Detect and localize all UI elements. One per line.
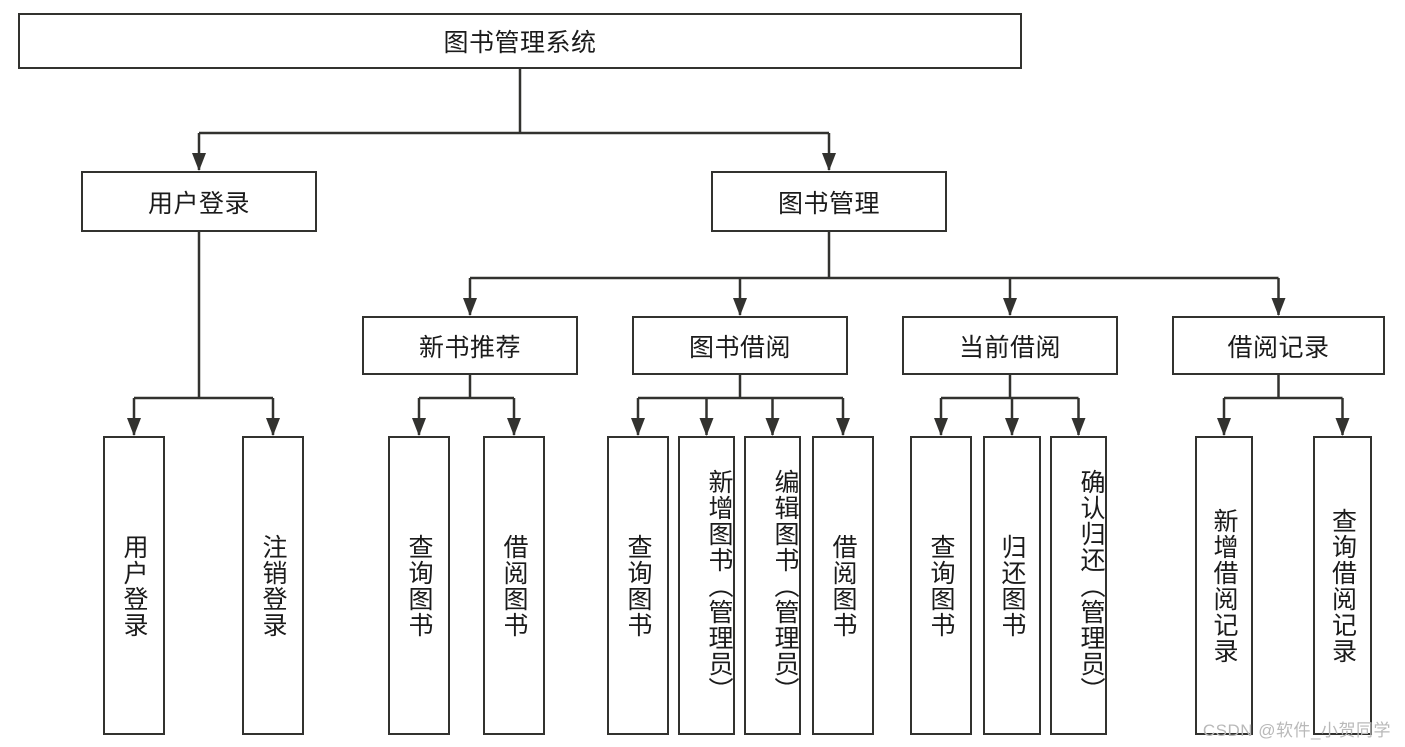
arrow-head-icon bbox=[1005, 418, 1019, 436]
node-label: 当前借阅 bbox=[958, 333, 1061, 362]
node-label: 借阅图书 bbox=[829, 533, 857, 638]
leaf-node[interactable]: 查询图书 bbox=[388, 436, 450, 735]
node-label: 查询图书 bbox=[624, 533, 652, 638]
leaf-node[interactable]: 新增借阅记录 bbox=[1195, 436, 1253, 735]
arrow-head-icon bbox=[266, 418, 280, 436]
node-label: 借阅记录 bbox=[1227, 333, 1330, 362]
node-label: 用户登录 bbox=[120, 533, 148, 638]
node-label: 图书管理 bbox=[777, 189, 880, 218]
arrow-head-icon bbox=[412, 418, 426, 436]
node-label: 用户登录 bbox=[147, 189, 250, 218]
node-label: 归还图书 bbox=[998, 533, 1026, 638]
leaf-node[interactable]: 查询图书 bbox=[607, 436, 669, 735]
arrow-head-icon bbox=[822, 153, 836, 171]
arrow-head-icon bbox=[1217, 418, 1231, 436]
arrow-head-icon bbox=[507, 418, 521, 436]
arrow-head-icon bbox=[699, 418, 714, 436]
arrow-head-icon bbox=[836, 418, 850, 436]
leaf-node[interactable]: 借阅图书 bbox=[812, 436, 874, 735]
level2-node[interactable]: 图书借阅 bbox=[632, 316, 848, 375]
leaf-node[interactable]: 新增图书（管理员） bbox=[678, 436, 735, 735]
root-node[interactable]: 图书管理系统 bbox=[18, 13, 1022, 69]
arrow-head-icon bbox=[127, 418, 141, 436]
arrow-head-icon bbox=[463, 298, 477, 316]
leaf-node[interactable]: 归还图书 bbox=[983, 436, 1041, 735]
node-label: 新书推荐 bbox=[418, 333, 521, 362]
arrow-head-icon bbox=[1003, 298, 1017, 316]
leaf-node[interactable]: 编辑图书（管理员） bbox=[744, 436, 801, 735]
leaf-node[interactable]: 查询图书 bbox=[910, 436, 972, 735]
node-label: 查询图书 bbox=[927, 533, 955, 638]
arrow-head-icon bbox=[1071, 418, 1086, 436]
node-label: 新增图书（管理员） bbox=[705, 468, 733, 703]
leaf-node[interactable]: 查询借阅记录 bbox=[1313, 436, 1372, 735]
arrow-head-icon bbox=[733, 298, 747, 316]
node-label: 图书借阅 bbox=[688, 333, 791, 362]
arrow-head-icon bbox=[192, 153, 206, 171]
level2-node[interactable]: 借阅记录 bbox=[1172, 316, 1385, 375]
node-label: 借阅图书 bbox=[500, 533, 528, 638]
node-label: 注销登录 bbox=[259, 533, 287, 638]
leaf-node[interactable]: 用户登录 bbox=[103, 436, 165, 735]
node-label: 图书管理系统 bbox=[443, 29, 597, 57]
arrow-head-icon bbox=[765, 418, 780, 436]
node-label: 确认归还（管理员） bbox=[1077, 468, 1105, 703]
level2-node[interactable]: 当前借阅 bbox=[902, 316, 1118, 375]
leaf-node[interactable]: 借阅图书 bbox=[483, 436, 545, 735]
leaf-node[interactable]: 确认归还（管理员） bbox=[1050, 436, 1107, 735]
arrow-head-icon bbox=[1271, 298, 1286, 316]
level2-node[interactable]: 新书推荐 bbox=[362, 316, 578, 375]
arrow-head-icon bbox=[631, 418, 645, 436]
node-label: 编辑图书（管理员） bbox=[771, 468, 799, 703]
node-label: 新增借阅记录 bbox=[1210, 507, 1238, 664]
arrow-head-icon bbox=[1335, 418, 1350, 436]
arrow-head-icon bbox=[934, 418, 948, 436]
leaf-node[interactable]: 注销登录 bbox=[242, 436, 304, 735]
node-label: 查询借阅记录 bbox=[1328, 507, 1357, 664]
level1-node[interactable]: 图书管理 bbox=[711, 171, 947, 232]
level1-node[interactable]: 用户登录 bbox=[81, 171, 317, 232]
node-label: 查询图书 bbox=[405, 533, 433, 638]
